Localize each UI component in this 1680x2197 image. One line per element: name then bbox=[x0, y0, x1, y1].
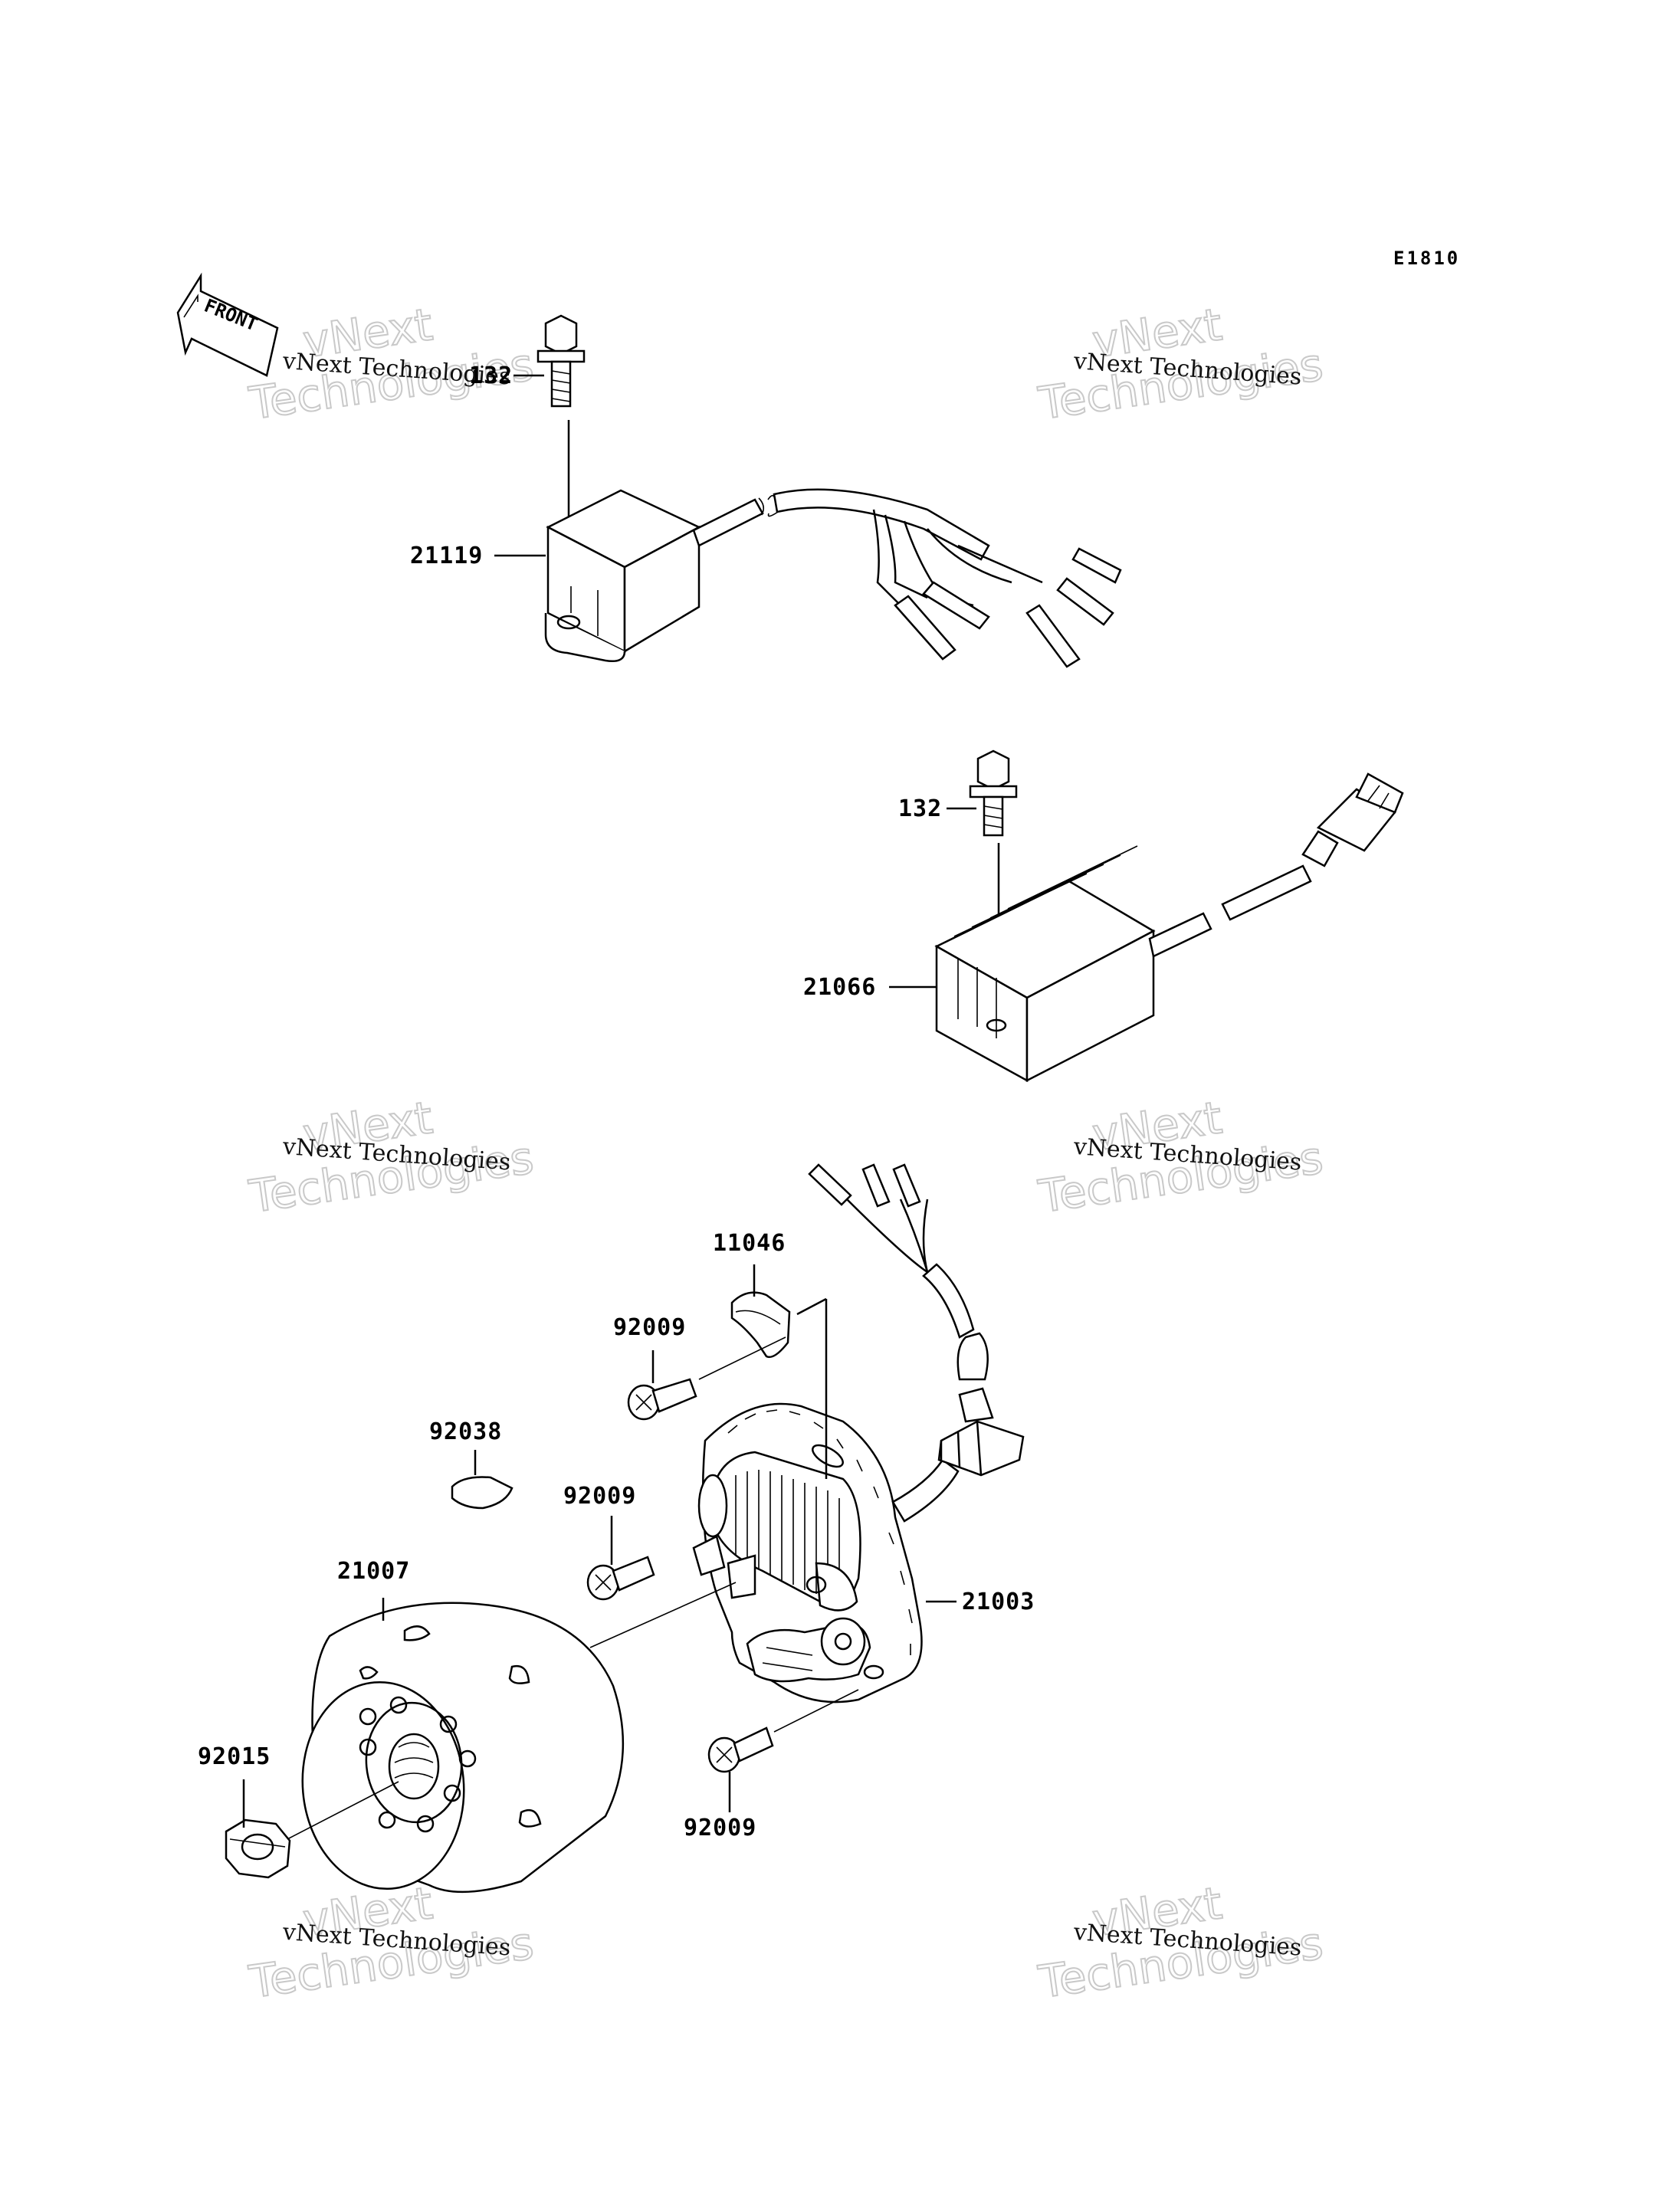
clamp bbox=[730, 1291, 791, 1359]
cdi-harness bbox=[767, 488, 1122, 668]
flywheel bbox=[301, 1602, 625, 1894]
key bbox=[451, 1476, 514, 1510]
middle-screw-label: 92009 bbox=[563, 1483, 636, 1510]
stator-label: 21003 bbox=[962, 1589, 1035, 1615]
nut bbox=[225, 1818, 291, 1879]
regulator-label: 21066 bbox=[803, 974, 876, 1001]
lower-screw bbox=[707, 1726, 774, 1773]
front-arrow-icon: FRONT bbox=[176, 272, 279, 377]
diagram-code: E1810 bbox=[1393, 248, 1460, 269]
regulator-bolt-label: 132 bbox=[898, 795, 942, 822]
lower-screw-label: 92009 bbox=[684, 1815, 756, 1841]
flywheel-label: 21007 bbox=[337, 1558, 410, 1585]
nut-label: 92015 bbox=[198, 1743, 271, 1770]
lower-screw-guide bbox=[773, 1689, 859, 1733]
flywheel-guide bbox=[589, 1582, 737, 1648]
clamp-label: 11046 bbox=[713, 1230, 786, 1257]
cdi-unit-label: 21119 bbox=[410, 543, 483, 569]
stator bbox=[692, 1163, 1025, 1703]
upper-screw bbox=[627, 1378, 697, 1421]
cdi-bolt-label: 132 bbox=[469, 362, 513, 389]
middle-screw bbox=[586, 1556, 655, 1601]
cdi-unit bbox=[544, 489, 765, 662]
key-label: 92038 bbox=[429, 1418, 502, 1445]
regulator bbox=[934, 772, 1404, 1083]
upper-screw-guide bbox=[698, 1336, 786, 1380]
cdi-bolt bbox=[536, 314, 586, 408]
upper-screw-label: 92009 bbox=[613, 1314, 686, 1341]
stator-guide-top bbox=[796, 1297, 827, 1316]
regulator-bolt bbox=[969, 749, 1018, 837]
nut-guide bbox=[287, 1781, 399, 1840]
